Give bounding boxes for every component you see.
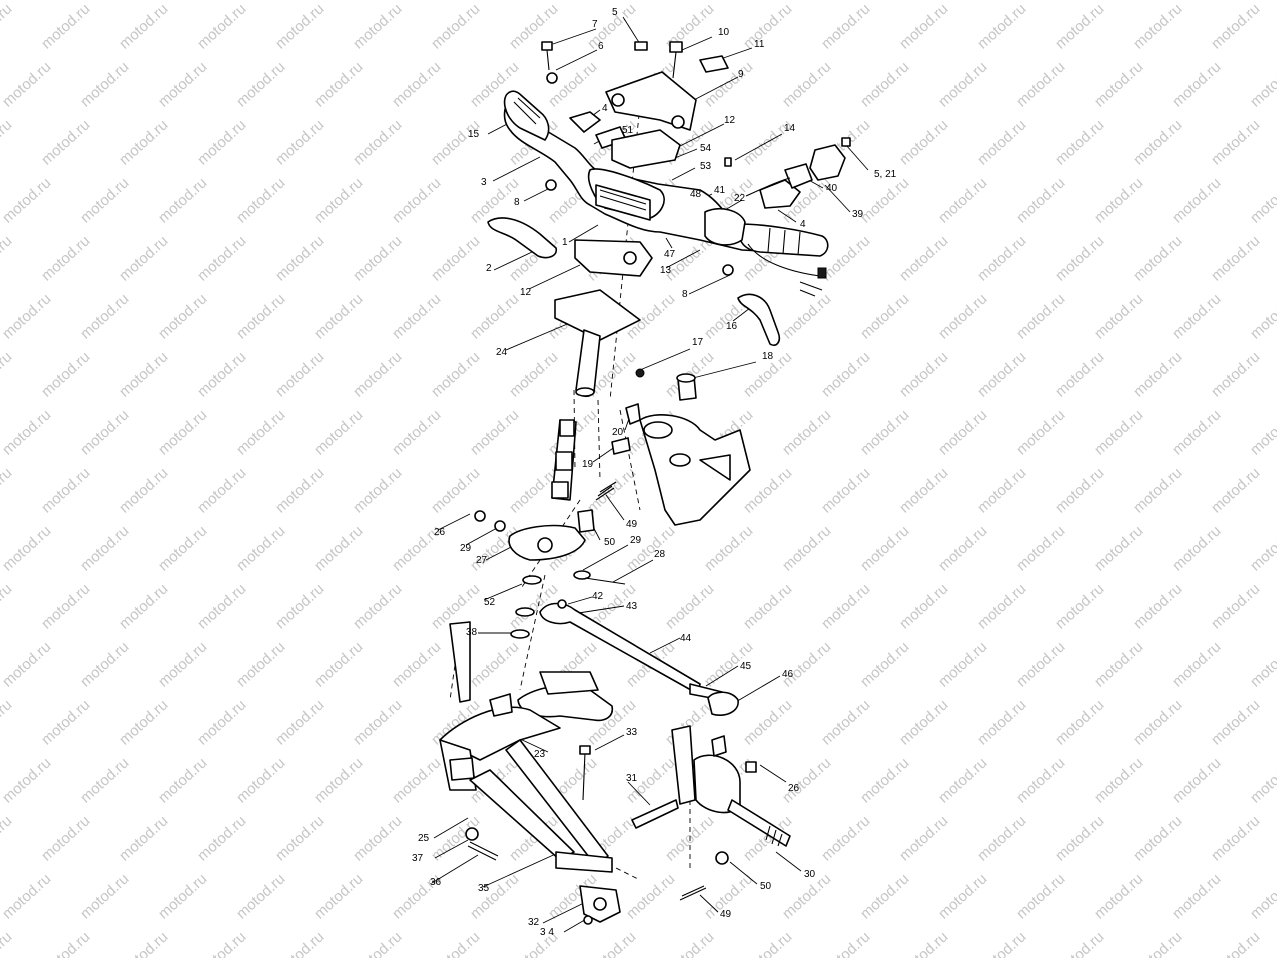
part-label-50-upper: 50 [604,537,616,548]
part-label-40: 40 [826,183,838,194]
part-label-52: 52 [484,597,496,608]
part-label-39: 39 [852,209,864,220]
part-label-27: 27 [476,555,488,566]
part-label-12-upper: 12 [724,115,736,126]
part-label-32: 32 [528,917,540,928]
knuckle-30 [671,725,791,847]
part-label-15: 15 [468,129,480,140]
part-label-35: 35 [478,883,490,894]
washers-52-38 [510,575,542,639]
part-label-9: 9 [738,69,744,80]
part-label-53: 53 [700,161,712,172]
part-label-4: 4 [602,103,608,114]
part-label-16: 16 [726,321,738,332]
part-label-47: 47 [664,249,676,260]
part-label-10: 10 [718,27,730,38]
part-label-46: 46 [782,669,794,680]
part-label-31: 31 [626,773,638,784]
part-label-3: 3 [481,177,487,188]
left-lever-2 [487,217,558,259]
part-label-19: 19 [582,459,594,470]
part-label-34: 3 4 [540,927,554,938]
part-label-23: 23 [534,749,546,760]
part-label-8-upper: 8 [514,197,520,208]
part-label-5: 5 [612,7,618,18]
part-label-50-lower: 50 [760,881,772,892]
part-label-1: 1 [562,237,568,248]
part-label-33: 33 [626,727,638,738]
bushing-18 [676,373,697,401]
part-label-54: 54 [700,143,712,154]
part-label-11: 11 [754,39,765,50]
small-nuts-top [545,72,851,276]
steering-shaft-lower [551,419,577,501]
part-label-18: 18 [762,351,774,362]
part-label-41: 41 [714,185,726,196]
part-label-44: 44 [680,633,692,644]
part-label-43: 43 [626,601,638,612]
part-label-48: 48 [690,189,702,200]
part-label-8-lower: 8 [682,289,688,300]
part-label-26-lower: 26 [788,783,800,794]
spring-49 [595,481,617,501]
part-label-36: 36 [430,877,442,888]
steering-post-24 [554,289,641,398]
a-arm-35 [439,621,613,873]
part-label-30: 30 [804,869,816,880]
part-label-29-right: 29 [630,535,642,546]
part-label-26-upper: 26 [434,527,446,538]
bolt-7 [541,41,553,71]
plate-11 [699,55,729,73]
part-label-4-right: 4 [800,219,806,230]
clip-20-19 [611,368,645,455]
bolt-5 [634,41,648,51]
part-label-45: 45 [740,661,752,672]
part-label-49-lower: 49 [720,909,732,920]
part-label-2: 2 [486,263,492,274]
mount-plate-upper [517,671,614,722]
part-label-6: 6 [598,41,604,52]
part-label-22: 22 [734,193,746,204]
part-label-28: 28 [654,549,666,560]
tie-rod-44 [539,599,739,716]
left-grip [503,90,550,141]
part-label-24: 24 [496,347,508,358]
part-label-5-21: 5, 21 [874,169,897,180]
part-label-42: 42 [592,591,604,602]
switch-housing [704,144,846,297]
part-label-25: 25 [418,833,430,844]
right-grip [738,223,829,257]
bolt-10 [669,41,683,79]
part-label-38: 38 [466,627,478,638]
part-label-12-lower: 12 [520,287,532,298]
part-label-17: 17 [692,337,704,348]
spindle-bolts [465,745,757,925]
pitman-arm-27 [474,509,626,585]
clamp-parts-4-51 [569,111,681,277]
handlebar-clamp-upper [605,71,697,131]
part-label-14: 14 [784,123,796,134]
part-label-37: 37 [412,853,424,864]
part-label-7: 7 [592,19,598,30]
part-label-13: 13 [660,265,672,276]
right-lever-16 [737,293,781,347]
frame-bracket [639,414,751,526]
part-label-20: 20 [612,427,624,438]
part-label-49-upper: 49 [626,519,638,530]
part-label-51: 51 [622,125,634,136]
part-label-29-left: 29 [460,543,472,554]
